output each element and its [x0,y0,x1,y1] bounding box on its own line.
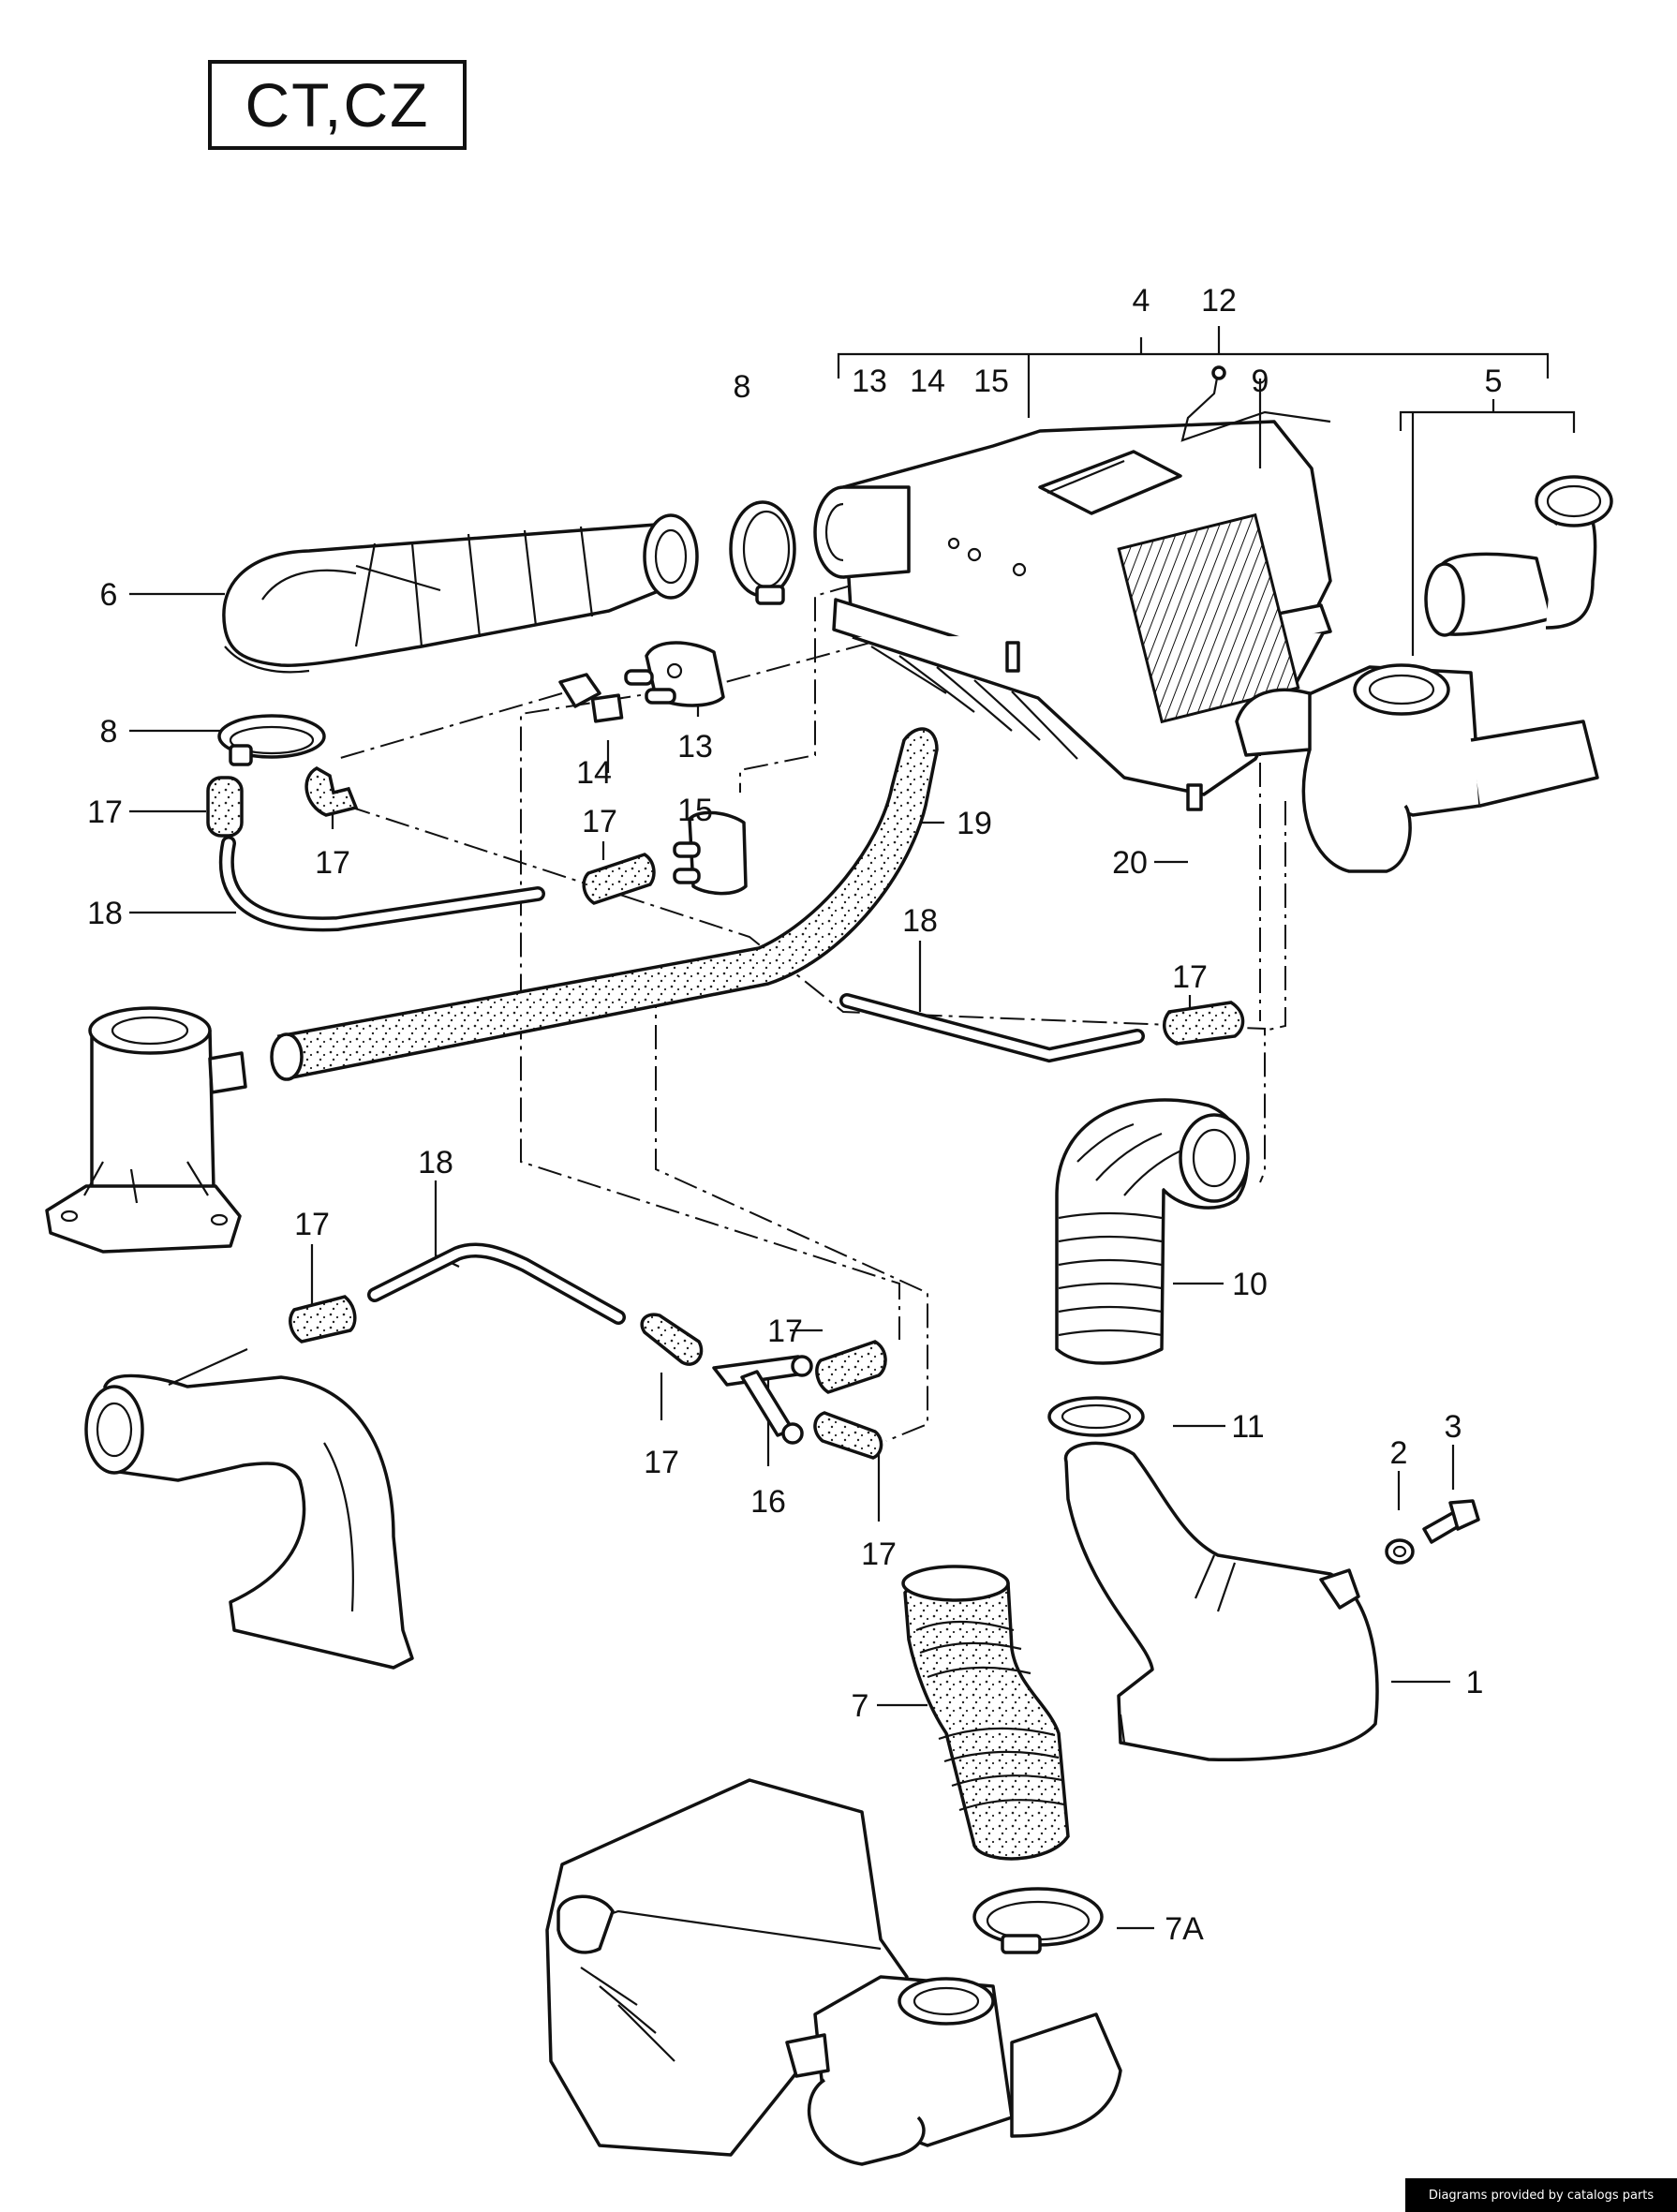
hose-piece-17-left [206,776,244,838]
callout-18-left: 18 [87,896,123,931]
callout-13-top: 13 [852,364,887,399]
callout-11: 11 [1231,1409,1264,1445]
callout-3: 3 [1445,1409,1462,1445]
footer-credit: Diagrams provided by catalogs parts [1405,2178,1677,2212]
hose-elbow-17 [304,765,359,817]
corrugated-hose-10 [1055,1098,1250,1365]
hose-piece-17-bottom [813,1411,883,1460]
callout-17-low-left: 17 [294,1207,330,1242]
callout-12: 12 [1201,283,1237,319]
bracket-lines [837,326,1576,656]
air-flow-meter [1235,475,1613,873]
callout-16: 16 [750,1484,786,1520]
callout-17-elbow: 17 [315,845,350,881]
callout-15: 15 [677,793,713,828]
callout-18-mid: 18 [902,903,938,939]
washer-2 [1385,1538,1415,1565]
callout-17-left: 17 [87,794,123,830]
callout-17-under: 17 [644,1445,679,1480]
callout-20: 20 [1112,845,1148,881]
diagram-title: CT,CZ [245,70,430,140]
breather-housing [45,1006,247,1254]
bolt-3 [1422,1499,1480,1544]
intake-pipe-lower [84,1347,414,1670]
callout-18-low: 18 [418,1145,453,1180]
callout-17-mid: 17 [582,804,617,839]
callout-2: 2 [1390,1435,1408,1471]
connector-14 [558,673,624,723]
callout-17-right: 17 [1172,959,1208,995]
hose-piece-17-under [640,1313,704,1366]
lower-housing-assembly [545,1778,1122,2166]
callout-14: 14 [576,755,612,791]
hose-piece-17-low-left [289,1295,357,1344]
callout-9: 9 [1252,364,1269,399]
callout-7: 7 [852,1688,869,1724]
vent-tube-18-left [218,836,545,932]
callout-14-top: 14 [910,364,945,399]
hose-clamp-left [217,714,326,766]
air-duct-1 [1063,1441,1379,1762]
callout-17-tee: 17 [767,1314,803,1349]
callout-1: 1 [1466,1665,1484,1700]
callout-labels: 4 12 13 14 15 9 5 8 6 8 17 17 14 13 17 1… [87,283,1502,1947]
breather-hose-19 [270,727,939,1081]
vent-tube-18-mid [839,993,1145,1063]
t-piece-16 [712,1355,813,1445]
air-intake-duct [222,513,699,674]
diagram-title-box: CT,CZ [208,60,467,150]
callout-4: 4 [1133,283,1150,319]
callout-7a: 7A [1165,1911,1204,1947]
valve-13 [624,641,725,707]
callout-19: 19 [957,806,992,841]
hose-clamp-top [729,500,796,605]
hose-piece-17-mid [582,853,656,905]
vent-tube-18-low [367,1242,626,1325]
hose-piece-17-right [1163,1001,1245,1046]
sealing-ring-11 [1047,1396,1145,1437]
callout-8-left: 8 [100,714,118,750]
callout-8-top: 8 [734,369,751,405]
callout-17-bottom: 17 [861,1537,897,1572]
callout-13: 13 [677,729,713,765]
callout-5: 5 [1485,364,1503,399]
valve-15 [673,810,748,896]
callout-15-top: 15 [973,364,1009,399]
connector-lines [336,550,1286,1442]
callout-10: 10 [1232,1267,1268,1302]
hose-clamp-7a [972,1887,1104,1954]
hose-piece-17-tee [815,1340,887,1394]
bellows-7 [901,1565,1070,1861]
callout-6: 6 [100,577,118,613]
